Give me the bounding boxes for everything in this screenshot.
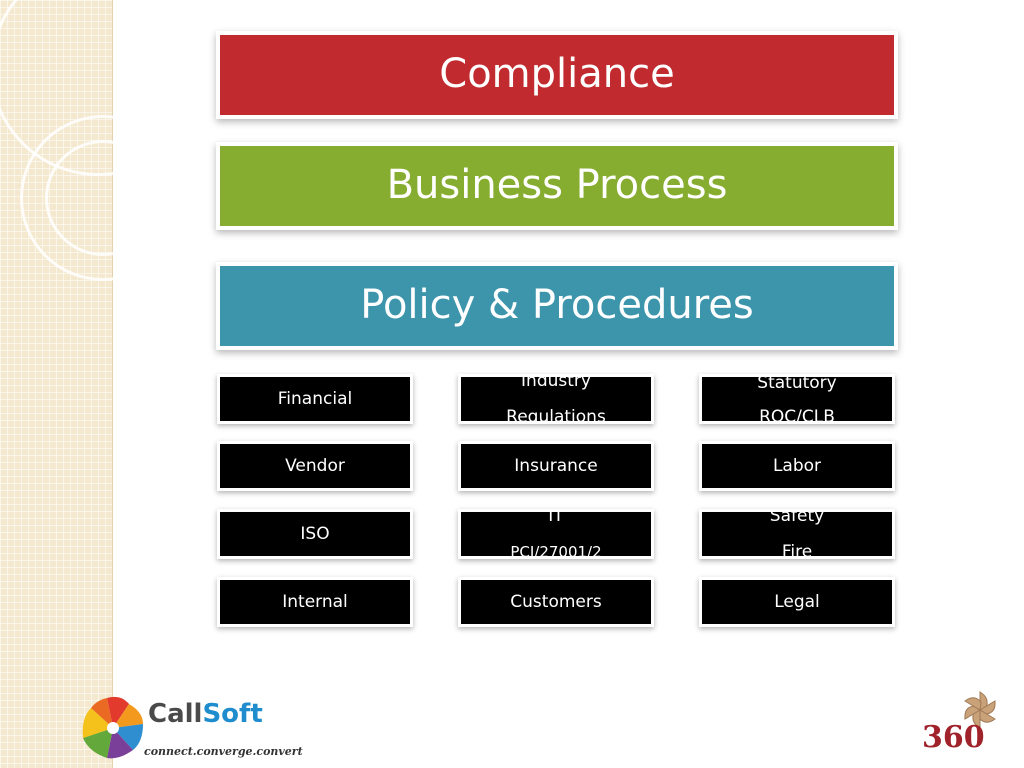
industry-label: Industry [521, 377, 591, 391]
internal-box: Internal [220, 580, 410, 624]
labor-label: Labor [772, 456, 822, 476]
brand-soft: Soft [202, 699, 263, 729]
callsoft-wordmark: CallSoft [148, 699, 263, 729]
logo-tagline: connect.converge.convert [144, 745, 303, 758]
regulations-label: Regulations [506, 407, 606, 421]
legal-box: Legal [702, 580, 892, 624]
roc-clb-label: ROC/CLB [759, 407, 835, 421]
customers-box: Customers [461, 580, 651, 624]
fire-label: Fire [781, 542, 813, 556]
legal-label: Legal [774, 592, 820, 612]
decorative-arc [45, 140, 161, 256]
vendor-label: Vendor [285, 456, 345, 476]
pci-label: PCI/27001/2 [510, 543, 602, 556]
business-process-banner: Business Process [220, 146, 894, 226]
it-label: IT [548, 512, 564, 526]
it-box: IT PCI/27001/2 [461, 512, 651, 556]
flower-mark-icon [964, 691, 996, 729]
financial-box: Financial [220, 377, 410, 421]
insurance-label: Insurance [514, 456, 598, 476]
insurance-box: Insurance [461, 444, 651, 488]
statutory-box: Statutory ROC/CLB [702, 377, 892, 421]
brand-call: Call [148, 699, 203, 729]
safety-label: Safety [769, 512, 825, 526]
safety-fire-box: Safety Fire [702, 512, 892, 556]
customers-label: Customers [510, 592, 602, 612]
iso-box: ISO [220, 512, 410, 556]
statutory-label: Statutory [757, 377, 837, 393]
decorative-arc [20, 115, 186, 281]
mark-360-text: 360 [922, 720, 985, 755]
vendor-box: Vendor [220, 444, 410, 488]
financial-label: Financial [277, 389, 353, 409]
internal-label: Internal [282, 592, 348, 612]
policy-procedures-banner: Policy & Procedures [220, 266, 894, 346]
compliance-banner: Compliance [220, 35, 894, 115]
mark-360: 360 [918, 688, 1008, 758]
industry-regulations-box: Industry Regulations [461, 377, 651, 421]
pinwheel-icon [82, 696, 143, 759]
labor-box: Labor [702, 444, 892, 488]
callsoft-logo: CallSoft connect.converge.convert [80, 695, 303, 765]
decorative-left-strip [0, 0, 206, 768]
iso-label: ISO [300, 524, 330, 544]
